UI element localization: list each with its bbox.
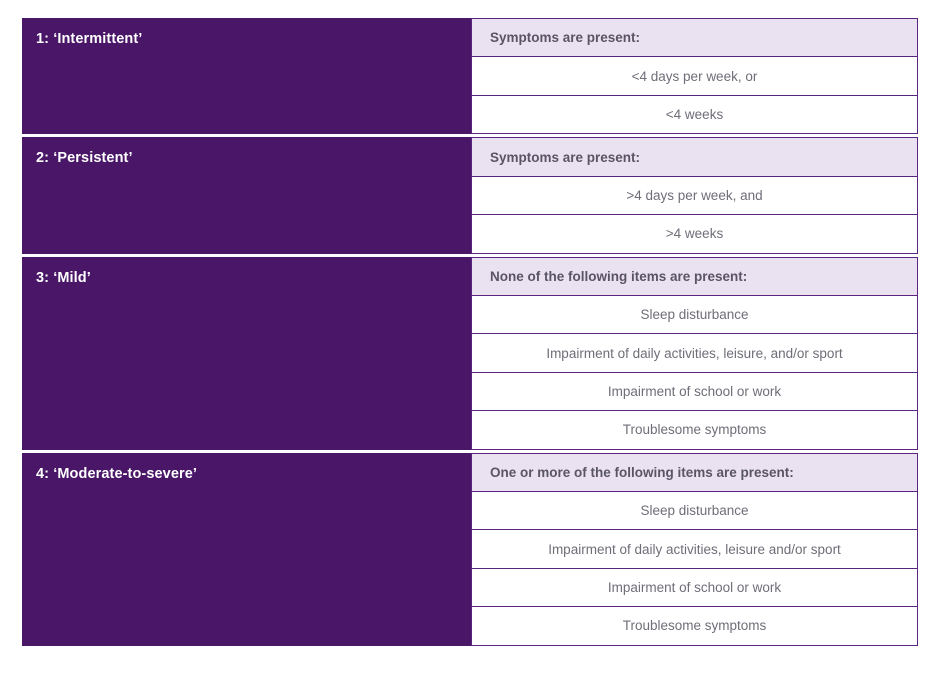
severity-label-cell: 4: ‘Moderate-to-severe’ bbox=[22, 452, 471, 646]
criteria-item: <4 weeks bbox=[471, 94, 918, 135]
criteria-list: Symptoms are present: <4 days per week, … bbox=[471, 18, 918, 135]
criteria-item: Impairment of school or work bbox=[471, 371, 918, 412]
criteria-item: Sleep disturbance bbox=[471, 491, 918, 531]
severity-label-cell: 1: ‘Intermittent’ bbox=[22, 18, 471, 135]
criteria-header: Symptoms are present: bbox=[471, 18, 918, 58]
criteria-item: Troublesome symptoms bbox=[471, 409, 918, 450]
criteria-item: Impairment of daily activities, leisure,… bbox=[471, 333, 918, 374]
criteria-header: Symptoms are present: bbox=[471, 137, 918, 178]
severity-label: 3: ‘Mild’ bbox=[36, 269, 91, 286]
severity-group-mild: 3: ‘Mild’ None of the following items ar… bbox=[22, 253, 918, 450]
criteria-item: Impairment of school or work bbox=[471, 567, 918, 608]
severity-label: 2: ‘Persistent’ bbox=[36, 150, 133, 167]
criteria-item: >4 weeks bbox=[471, 213, 918, 254]
severity-group-persistent: 2: ‘Persistent’ Symptoms are present: >4… bbox=[22, 134, 918, 254]
severity-label: 1: ‘Intermittent’ bbox=[36, 31, 143, 47]
criteria-item: <4 days per week, or bbox=[471, 56, 918, 97]
severity-group-moderate-to-severe: 4: ‘Moderate-to-severe’ One or more of t… bbox=[22, 449, 918, 646]
criteria-list: None of the following items are present:… bbox=[471, 256, 918, 450]
criteria-header: None of the following items are present: bbox=[471, 256, 918, 297]
criteria-list: Symptoms are present: >4 days per week, … bbox=[471, 137, 918, 254]
severity-label-cell: 3: ‘Mild’ bbox=[22, 256, 471, 450]
criteria-item: Impairment of daily activities, leisure … bbox=[471, 529, 918, 570]
criteria-item: Sleep disturbance bbox=[471, 295, 918, 335]
criteria-item: Troublesome symptoms bbox=[471, 605, 918, 646]
criteria-header: One or more of the following items are p… bbox=[471, 452, 918, 493]
severity-classification-table: 1: ‘Intermittent’ Symptoms are present: … bbox=[22, 18, 918, 646]
severity-label: 4: ‘Moderate-to-severe’ bbox=[36, 465, 198, 482]
criteria-list: One or more of the following items are p… bbox=[471, 452, 918, 646]
criteria-item: >4 days per week, and bbox=[471, 175, 918, 216]
severity-label-cell: 2: ‘Persistent’ bbox=[22, 137, 471, 254]
severity-group-intermittent: 1: ‘Intermittent’ Symptoms are present: … bbox=[22, 18, 918, 135]
